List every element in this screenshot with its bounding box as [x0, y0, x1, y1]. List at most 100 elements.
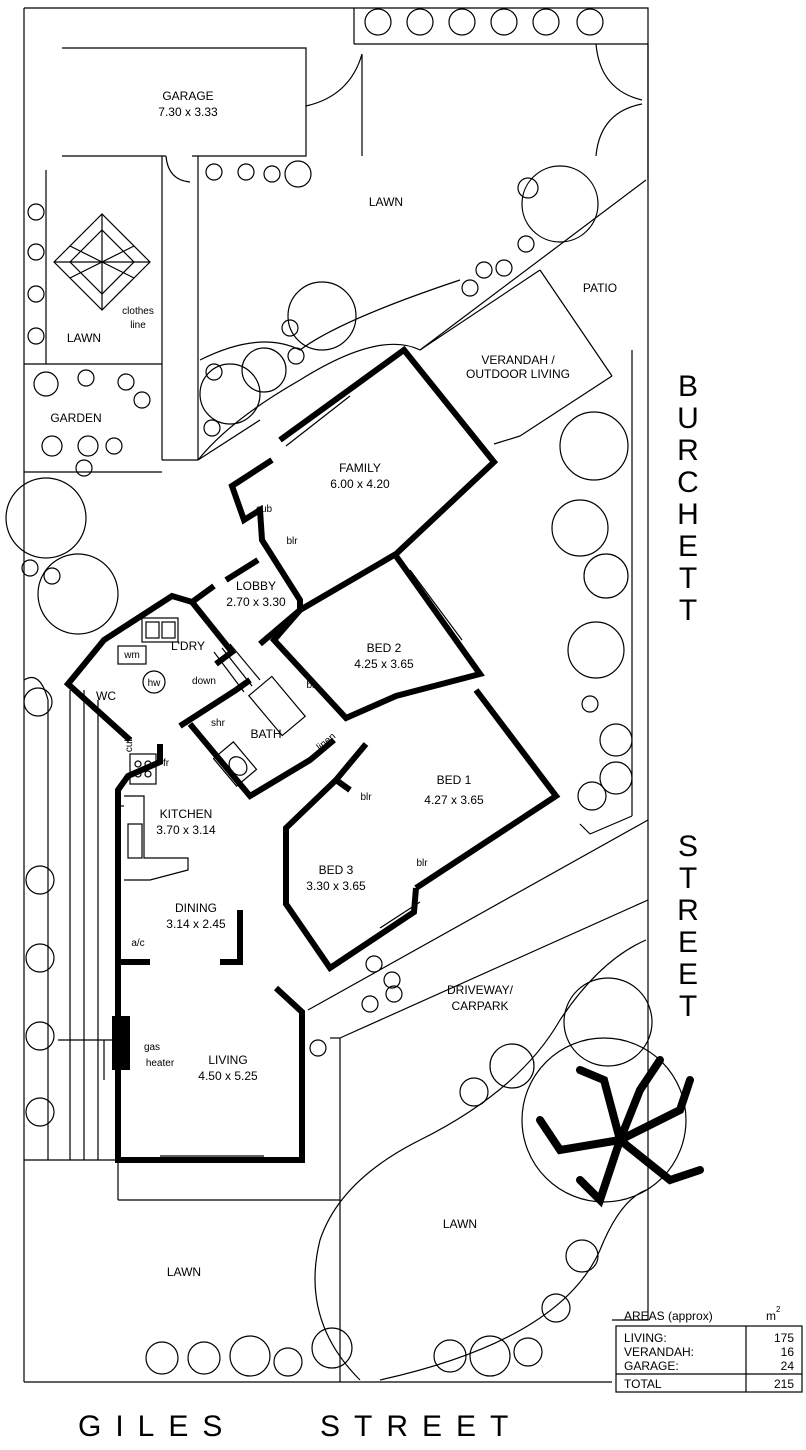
tree-icon: [309, 1039, 327, 1057]
tree-icon: [75, 459, 93, 477]
bed1-dims: 4.27 x 3.65: [424, 793, 484, 807]
cub-wc-label: cub: [124, 736, 135, 753]
tree-icon: [517, 235, 535, 253]
bath-label: BATH: [250, 727, 281, 741]
tree-icon: [287, 281, 357, 351]
tree-icon: [469, 1335, 511, 1377]
areas-row-value: 16: [781, 1345, 795, 1359]
property-boundary: [23, 7, 649, 1383]
tree-icon: [599, 761, 633, 795]
ac-label: a/c: [131, 938, 144, 949]
tree-icon: [383, 971, 401, 989]
feature-tree: [521, 977, 704, 1208]
tree-icon: [237, 163, 255, 181]
areas-title: AREAS (approx): [624, 1309, 713, 1323]
bed3-label: BED 3: [319, 863, 354, 877]
tree-icon: [33, 371, 59, 397]
tree-icon: [565, 1239, 599, 1273]
gas-heater-label-1: gas: [144, 1042, 160, 1053]
clothes-line: clothes line: [53, 213, 154, 331]
hw-label: hw: [148, 678, 162, 689]
lobby-label: LOBBY: [236, 579, 276, 593]
areas-row-label: VERANDAH:: [624, 1345, 694, 1359]
tree-icon: [77, 435, 99, 457]
tree-icon: [27, 203, 45, 221]
tree-icon: [311, 1327, 353, 1369]
blr-bed2-label: blr: [306, 680, 318, 691]
down-laundry-label: down: [192, 676, 216, 687]
tree-icon: [241, 347, 287, 393]
driveway-label-2: CARPARK: [451, 999, 508, 1013]
trees: [5, 8, 633, 1377]
living-dims: 4.50 x 5.25: [198, 1069, 258, 1083]
tree-icon: [364, 8, 392, 36]
areas-unit: m: [766, 1309, 776, 1323]
tree-icon: [203, 419, 221, 437]
tree-icon: [433, 1339, 467, 1373]
bed1-label: BED 1: [437, 773, 472, 787]
lawn-bottom-label: LAWN: [167, 1265, 201, 1279]
tree-icon: [517, 177, 539, 199]
tree-icon: [583, 553, 629, 599]
areas-row-value: 175: [774, 1331, 794, 1345]
patio-label: PATIO: [583, 281, 617, 295]
garage-label: GARAGE: [162, 89, 213, 103]
tree-icon: [385, 985, 403, 1003]
tree-icon: [406, 8, 434, 36]
tree-icon: [281, 319, 299, 337]
garage-dims: 7.30 x 3.33: [158, 105, 218, 119]
blr-bed1-label: blr: [360, 792, 372, 803]
tree-icon: [199, 363, 261, 425]
tree-icon: [105, 437, 123, 455]
tree-icon: [43, 567, 61, 585]
tree-icon: [551, 499, 609, 557]
tree-icon: [513, 1337, 543, 1367]
tree-icon: [576, 8, 604, 36]
tree-icon: [27, 243, 45, 261]
family-dims: 6.00 x 4.20: [330, 477, 390, 491]
bed2-label: BED 2: [367, 641, 402, 655]
tree-icon: [27, 285, 45, 303]
bed2-dims: 4.25 x 3.65: [354, 657, 414, 671]
laundry-label: L'DRY: [171, 639, 205, 653]
tree-icon: [273, 1347, 303, 1377]
lawn-right-label: LAWN: [443, 1217, 477, 1231]
tree-icon: [205, 363, 223, 381]
lawn-left-label: LAWN: [67, 331, 101, 345]
tree-icon: [461, 279, 479, 297]
tree-icon: [25, 943, 55, 973]
clothes-line-label-1: clothes: [122, 306, 154, 317]
tree-icon: [581, 695, 599, 713]
tree-icon: [23, 687, 53, 717]
areas-total-label: TOTAL: [624, 1377, 662, 1391]
tree-icon: [117, 373, 135, 391]
tree-icon: [541, 1293, 571, 1323]
family-label: FAMILY: [339, 461, 381, 475]
tree-icon: [599, 723, 633, 757]
gas-heater-block: [112, 1016, 130, 1070]
tree-icon: [567, 621, 625, 679]
tree-icon: [145, 1341, 179, 1375]
cub-family-label: cub: [256, 504, 273, 515]
garage: GARAGE 7.30 x 3.33: [62, 47, 363, 183]
tree-icon: [287, 347, 305, 365]
lobby-dims: 2.70 x 3.30: [226, 595, 286, 609]
tree-icon: [25, 1021, 55, 1051]
tree-icon: [25, 865, 55, 895]
tree-icon: [577, 781, 607, 811]
tree-icon: [495, 259, 513, 277]
fr-label: fr: [163, 758, 170, 769]
laundry-fixtures: [117, 617, 261, 694]
areas-row-value: 24: [781, 1359, 795, 1373]
tree-icon: [489, 1043, 535, 1089]
kitchen-dims: 3.70 x 3.14: [156, 823, 216, 837]
tree-icon: [229, 1335, 271, 1377]
tree-icon: [559, 411, 629, 481]
tree-icon: [5, 477, 87, 559]
kitchen-fixtures: [124, 753, 189, 881]
tree-icon: [521, 165, 599, 243]
tree-icon: [133, 391, 151, 409]
